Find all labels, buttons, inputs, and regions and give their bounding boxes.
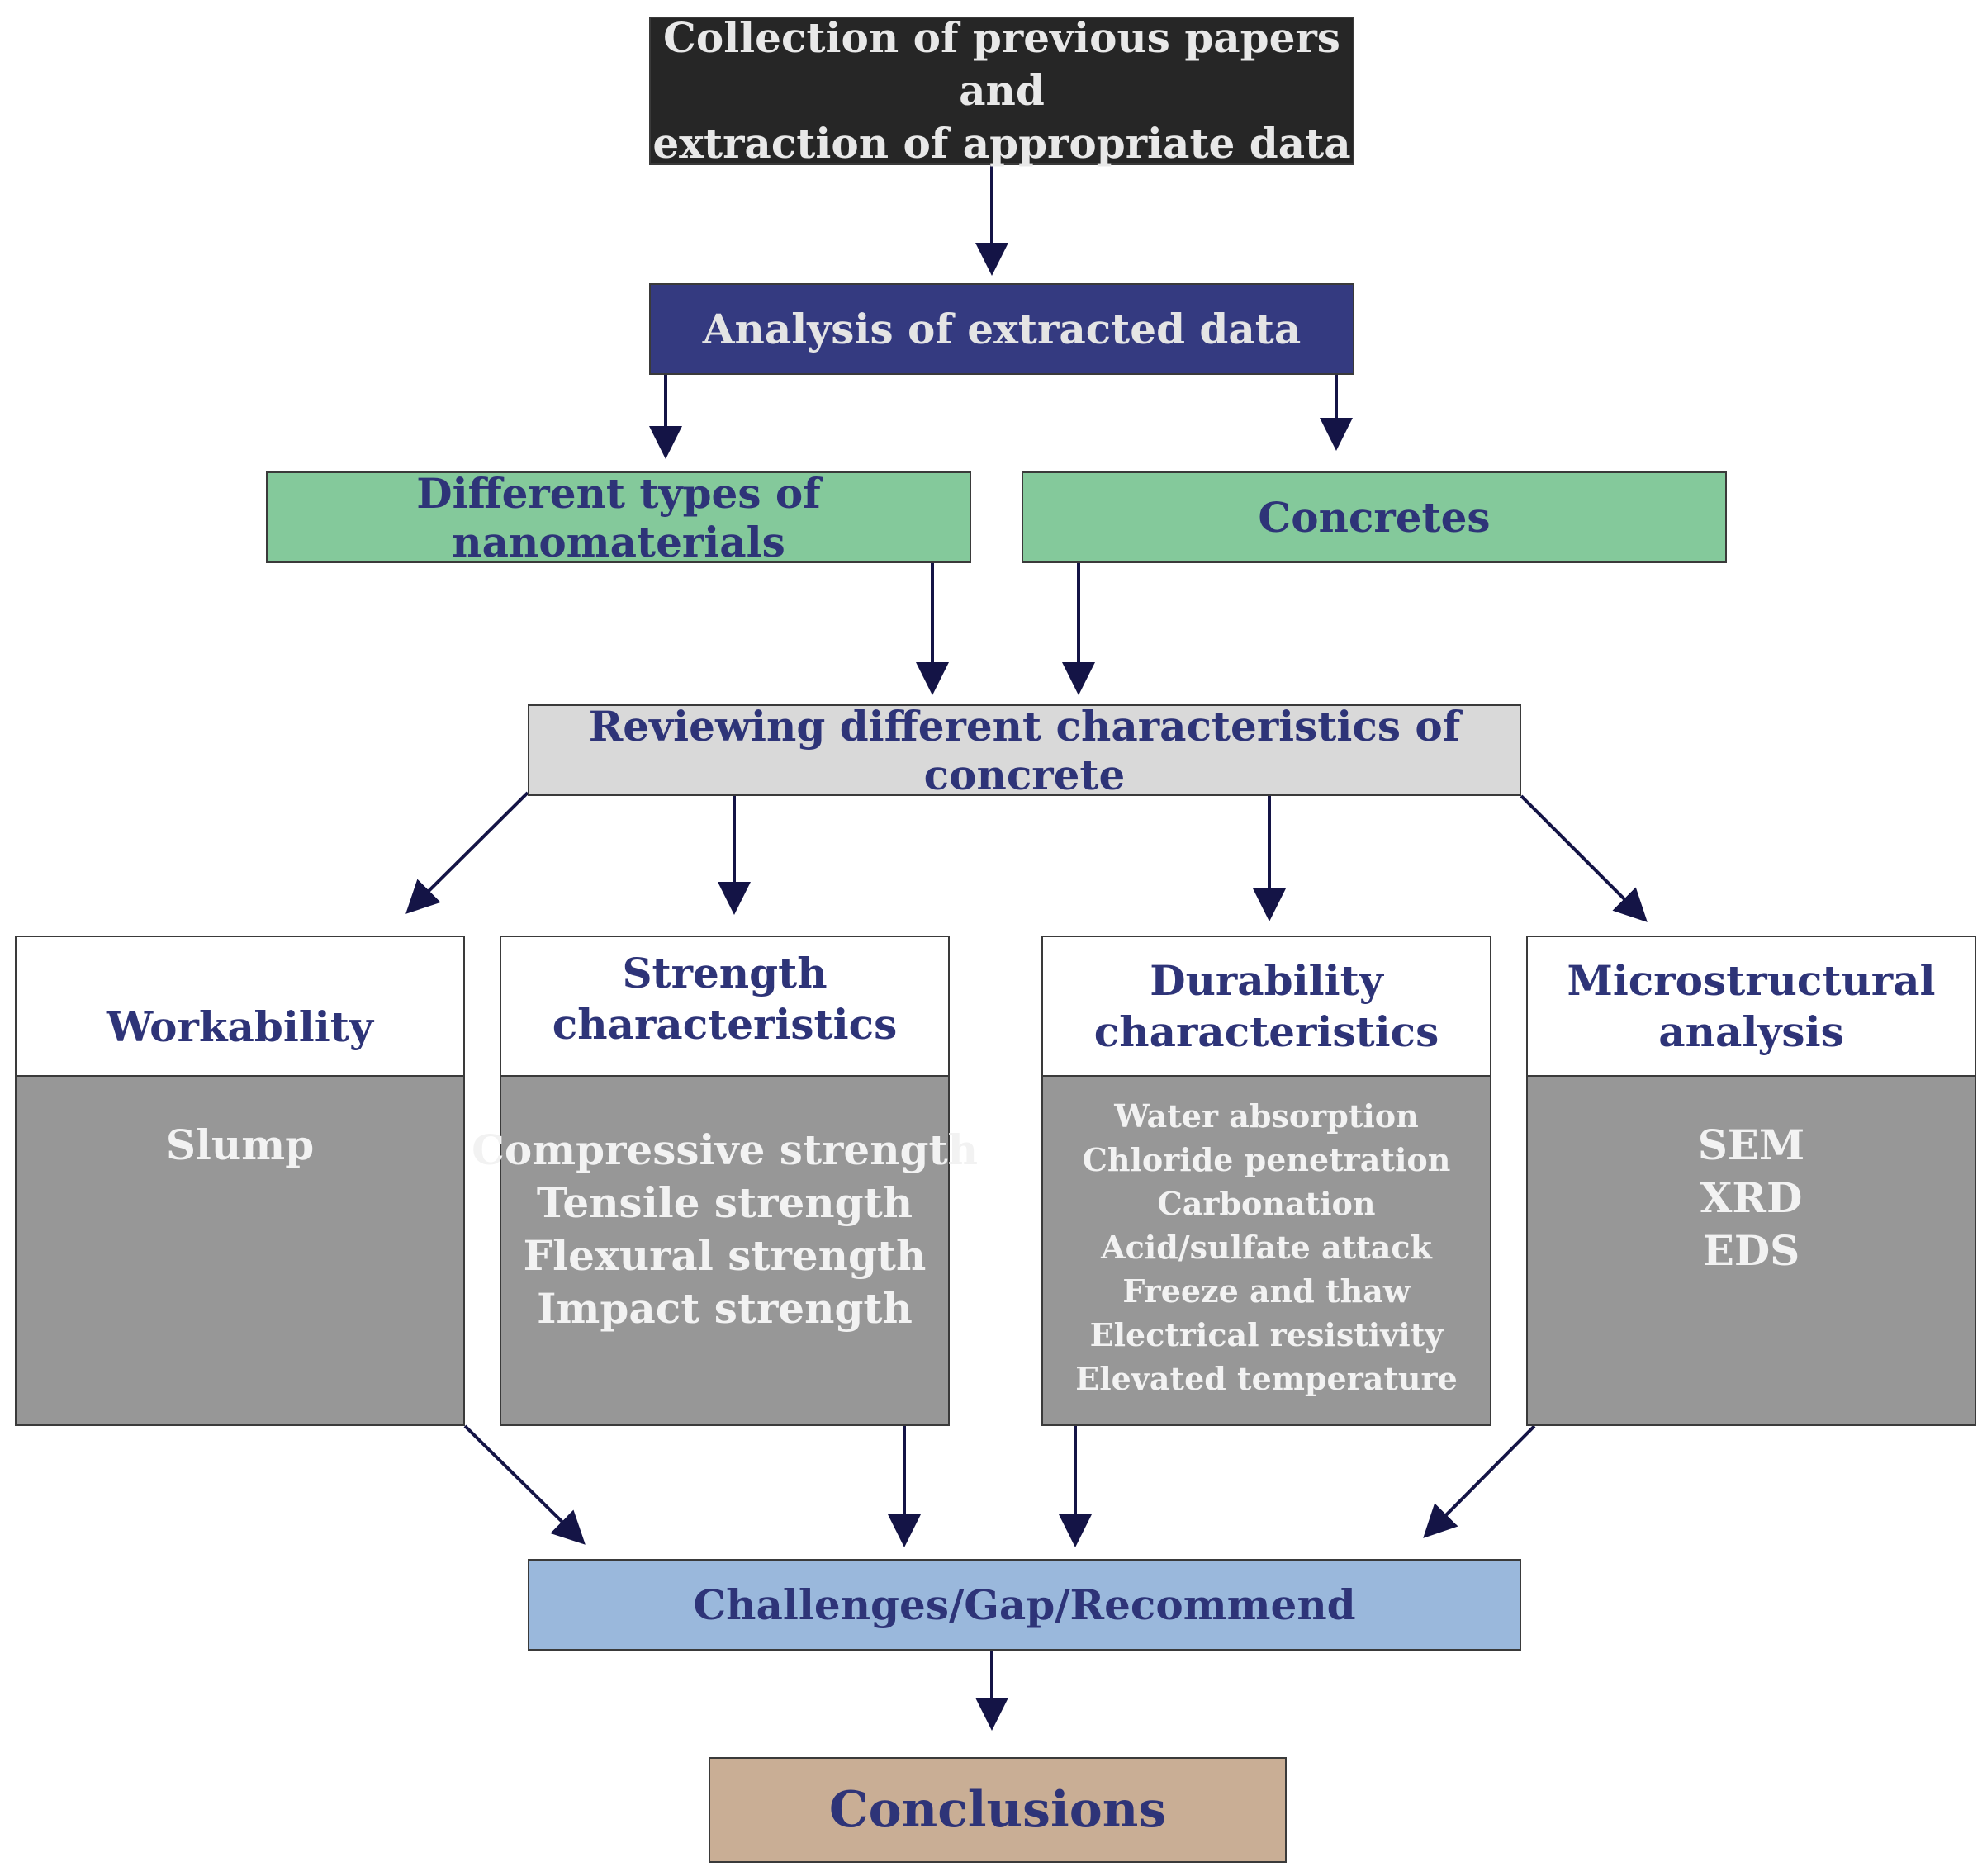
workability-title-line-1: Workability xyxy=(107,1002,373,1051)
challenges-box: Challenges/Gap/Recommend xyxy=(528,1559,1521,1651)
durability-item: Chloride penetration xyxy=(1082,1141,1451,1178)
arrow-microstructural-to-challenges xyxy=(1423,1424,1536,1538)
workability-item: Slump xyxy=(165,1120,315,1169)
durability-card-items: Water absorption Chloride penetration Ca… xyxy=(1043,1094,1490,1400)
strength-item: Impact strength xyxy=(537,1284,913,1333)
nanomaterials-box: Different types of nanomaterials xyxy=(266,468,971,566)
strength-card-title: Strength characteristics xyxy=(501,937,948,1077)
microstructural-card-items: SEM XRD EDS xyxy=(1528,1119,1975,1277)
arrow-workability-to-challenges xyxy=(463,1424,586,1545)
durability-item: Elevated temperature xyxy=(1075,1360,1458,1397)
analysis-box: Analysis of extracted data xyxy=(649,283,1354,375)
workability-card: Workability Slump xyxy=(15,936,465,1426)
microstructural-item: EDS xyxy=(1702,1226,1800,1275)
strength-card: Strength characteristics Compressive str… xyxy=(472,936,978,1426)
collection-line-1: Collection of previous papers and xyxy=(663,13,1340,115)
nanomaterials-label: Different types of nanomaterials xyxy=(416,468,821,566)
concretes-label: Concretes xyxy=(1258,493,1491,542)
strength-item: Tensile strength xyxy=(536,1178,913,1227)
reviewing-box: Reviewing different characteristics of c… xyxy=(528,701,1521,799)
challenges-label: Challenges/Gap/Recommend xyxy=(693,1580,1356,1629)
durability-card: Durability characteristics Water absorpt… xyxy=(1041,936,1491,1426)
durability-item: Electrical resistivity xyxy=(1089,1316,1444,1353)
strength-card-items: Compressive strength Tensile strength Fl… xyxy=(472,1124,978,1335)
microstructural-item: SEM xyxy=(1697,1120,1805,1169)
workability-card-items: Slump xyxy=(17,1119,463,1172)
microstructural-title-line-2: analysis xyxy=(1658,1007,1844,1056)
durability-title-line-2: characteristics xyxy=(1093,1007,1439,1056)
microstructural-item: XRD xyxy=(1700,1173,1803,1222)
strength-title-line-1: Strength xyxy=(622,948,828,997)
strength-item: Compressive strength xyxy=(472,1125,978,1174)
strength-title-line-2: characteristics xyxy=(552,999,898,1049)
reviewing-label: Reviewing different characteristics of c… xyxy=(588,701,1461,799)
arrow-reviewing-to-microstructural xyxy=(1520,794,1648,922)
conclusions-label: Conclusions xyxy=(828,1781,1167,1839)
collection-box: Collection of previous papers and extrac… xyxy=(649,13,1354,168)
durability-item: Water absorption xyxy=(1114,1097,1419,1135)
microstructural-card-title: Microstructural analysis xyxy=(1528,937,1975,1077)
collection-line-2: extraction of appropriate data xyxy=(652,119,1351,168)
durability-item: Freeze and thaw xyxy=(1122,1272,1411,1310)
workability-card-title: Workability xyxy=(17,937,463,1077)
durability-item: Acid/sulfate attack xyxy=(1101,1229,1432,1266)
analysis-label: Analysis of extracted data xyxy=(702,305,1302,353)
arrow-reviewing-to-workability xyxy=(405,791,529,914)
microstructural-card: Microstructural analysis SEM XRD EDS xyxy=(1526,936,1976,1426)
durability-title-line-1: Durability xyxy=(1150,955,1383,1005)
durability-card-title: Durability characteristics xyxy=(1043,937,1490,1077)
concretes-box: Concretes xyxy=(1022,471,1727,563)
microstructural-title-line-1: Microstructural xyxy=(1567,955,1936,1005)
strength-item: Flexural strength xyxy=(523,1231,927,1280)
durability-item: Carbonation xyxy=(1157,1185,1376,1222)
conclusions-box: Conclusions xyxy=(709,1757,1287,1863)
